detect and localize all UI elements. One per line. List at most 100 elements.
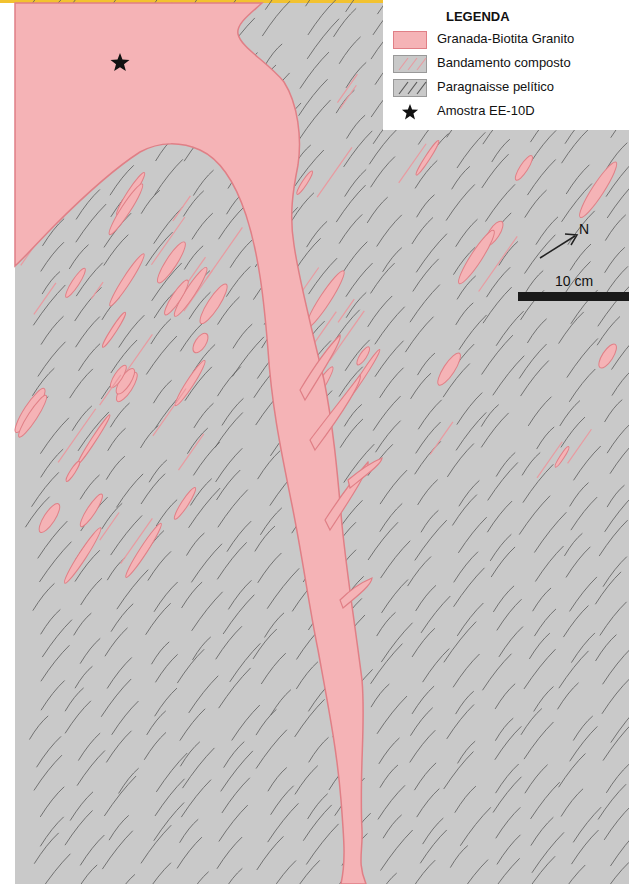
foliation-stroke bbox=[598, 286, 629, 327]
foliation-stroke bbox=[563, 606, 588, 638]
foliation-stroke bbox=[194, 403, 214, 428]
granite-apophyses bbox=[300, 335, 382, 608]
foliation-stroke bbox=[80, 835, 104, 865]
foliation-stroke bbox=[456, 412, 486, 450]
foliation-stroke bbox=[308, 0, 336, 35]
foliation-stroke bbox=[40, 787, 64, 817]
foliation-stroke bbox=[147, 711, 166, 735]
foliation-stroke bbox=[270, 861, 296, 884]
foliation-stroke bbox=[417, 353, 434, 375]
foliation-stroke bbox=[116, 474, 143, 508]
foliation-stroke bbox=[380, 503, 402, 531]
foliation-stroke bbox=[415, 441, 441, 474]
foliation-stroke bbox=[481, 413, 508, 447]
foliation-stroke bbox=[102, 503, 123, 529]
foliation-stroke bbox=[39, 854, 71, 884]
vein-line bbox=[568, 429, 592, 463]
foliation-stroke bbox=[368, 296, 393, 327]
star-symbol bbox=[393, 103, 427, 121]
foliation-stroke bbox=[75, 287, 102, 321]
foliation-stroke bbox=[227, 521, 251, 552]
foliation-stroke bbox=[605, 247, 625, 272]
vein-lens bbox=[196, 281, 231, 326]
foliation-stroke bbox=[108, 428, 126, 450]
foliation-stroke bbox=[493, 777, 521, 813]
foliation-stroke bbox=[42, 620, 72, 657]
foliation-stroke bbox=[81, 578, 102, 605]
legend-text: Granada-Biotita Granito bbox=[437, 32, 574, 47]
foliation-stroke bbox=[612, 369, 629, 396]
foliation-stroke bbox=[414, 763, 436, 790]
foliation-stroke bbox=[41, 609, 61, 634]
sample-star bbox=[110, 53, 129, 71]
foliation-stroke bbox=[499, 627, 523, 657]
foliation-stroke bbox=[296, 662, 318, 689]
foliation-stroke bbox=[371, 157, 395, 188]
foliation-stroke bbox=[531, 782, 560, 819]
foliation-stroke bbox=[216, 626, 242, 659]
foliation-stroke bbox=[111, 515, 142, 555]
vein-lens bbox=[106, 182, 146, 237]
foliation-stroke bbox=[457, 393, 482, 425]
foliation-stroke bbox=[380, 368, 404, 398]
foliation-stroke bbox=[253, 629, 277, 659]
foliation-stroke bbox=[180, 742, 199, 767]
foliation-stroke bbox=[603, 557, 627, 587]
vein-lens bbox=[76, 414, 112, 466]
vein-line bbox=[34, 283, 56, 315]
vein-line bbox=[121, 518, 153, 563]
foliation-stroke bbox=[595, 572, 621, 604]
legend-title: LEGENDA bbox=[446, 10, 510, 25]
foliation-stroke bbox=[217, 367, 240, 397]
foliation-stroke bbox=[531, 817, 554, 845]
foliation-stroke bbox=[41, 681, 65, 711]
foliation-stroke bbox=[226, 266, 250, 296]
foliation-stroke bbox=[495, 726, 522, 759]
foliation-stroke bbox=[383, 248, 402, 272]
north-arrow-shaft bbox=[540, 236, 575, 258]
foliation-stroke bbox=[528, 397, 551, 426]
vein-lens bbox=[15, 393, 50, 439]
foliation-stroke bbox=[525, 271, 543, 294]
foliation-stroke bbox=[265, 0, 296, 10]
foliation-stroke bbox=[228, 580, 251, 609]
foliation-stroke bbox=[411, 373, 431, 399]
foliation-stroke bbox=[525, 235, 556, 274]
foliation-stroke bbox=[295, 699, 325, 737]
foliation-stroke bbox=[116, 874, 135, 884]
foliation-stroke bbox=[80, 638, 100, 663]
foliation-stroke bbox=[222, 398, 244, 425]
foliation-stroke bbox=[602, 678, 629, 713]
foliation-stroke bbox=[146, 603, 171, 635]
foliation-stroke bbox=[78, 865, 98, 884]
foliation-stroke bbox=[40, 418, 68, 454]
foliation-stroke bbox=[373, 396, 400, 430]
foliation-stroke bbox=[74, 613, 92, 635]
foliation-stroke bbox=[493, 356, 524, 396]
foliation-stroke bbox=[526, 856, 555, 884]
foliation-stroke bbox=[571, 497, 597, 530]
vein-lens bbox=[77, 492, 105, 529]
foliation-stroke bbox=[258, 451, 281, 480]
foliation-stroke bbox=[80, 475, 99, 499]
foliation-stroke bbox=[65, 810, 93, 845]
foliation-stroke bbox=[264, 44, 282, 66]
foliation-stroke bbox=[410, 708, 432, 736]
foliation-stroke bbox=[258, 553, 282, 583]
foliation-stroke bbox=[106, 456, 125, 479]
foliation-stroke bbox=[346, 292, 366, 317]
foliation-stroke bbox=[223, 595, 254, 634]
foliation-stroke bbox=[482, 154, 509, 188]
foliation-stroke bbox=[155, 159, 183, 195]
foliation-stroke bbox=[487, 501, 512, 532]
foliation-stroke bbox=[308, 794, 328, 819]
foliation-stroke bbox=[156, 753, 187, 792]
foliation-stroke bbox=[149, 460, 167, 482]
vein-line bbox=[430, 422, 453, 455]
foliation-stroke bbox=[524, 649, 556, 689]
foliation-stroke bbox=[192, 637, 210, 660]
foliation-stroke bbox=[182, 748, 214, 788]
foliation-stroke bbox=[119, 768, 139, 793]
foliation-stroke bbox=[339, 37, 360, 64]
foliation-stroke bbox=[347, 115, 366, 138]
